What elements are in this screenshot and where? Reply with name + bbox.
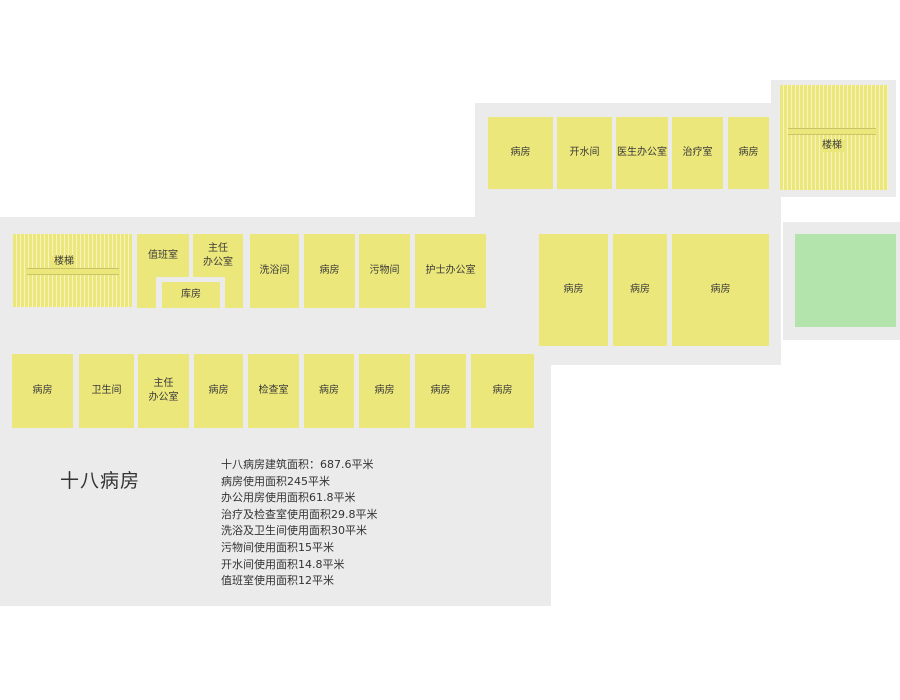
room-toilet: 卫生间 (79, 354, 134, 428)
room-bottom-ward-5: 病房 (415, 354, 466, 428)
stat-line: 值班室使用面积12平米 (221, 574, 334, 588)
room-doctor-office: 医生办公室 (616, 117, 668, 189)
room-mid-ward: 病房 (304, 234, 355, 308)
room-nurse-office: 护士办公室 (415, 234, 486, 308)
room-right-ward-1: 病房 (539, 234, 608, 346)
stair-left-label: 楼梯 (52, 256, 76, 268)
room-bottom-ward-2: 病房 (194, 354, 243, 428)
room-top-ward-1: 病房 (488, 117, 553, 189)
room-duty-lower (137, 277, 156, 308)
stat-line: 病房使用面积245平米 (221, 474, 330, 488)
stat-line: 开水间使用面积14.8平米 (221, 557, 345, 571)
area-stats: 十八病房建筑面积：687.6平米 病房使用面积245平米 办公用房使用面积61.… (221, 457, 378, 590)
room-storage: 库房 (162, 282, 220, 308)
stair-right-label: 楼梯 (820, 140, 844, 152)
stair-left-landing (27, 268, 119, 275)
stat-line: 治疗及检查室使用面积29.8平米 (221, 507, 378, 521)
room-bottom-ward-4: 病房 (359, 354, 410, 428)
room-bath: 洗浴间 (250, 234, 299, 308)
room-water: 开水间 (557, 117, 612, 189)
ward-title: 十八病房 (60, 470, 141, 492)
stat-line: 污物间使用面积15平米 (221, 540, 334, 554)
room-director-office-1: 主任 办公室 (193, 234, 243, 277)
stair-right-landing (788, 128, 876, 135)
room-bottom-ward-3: 病房 (304, 354, 354, 428)
room-treatment: 治疗室 (672, 117, 723, 189)
stat-line: 办公用房使用面积61.8平米 (221, 491, 356, 505)
room-director-lower (225, 277, 243, 308)
room-right-ward-3: 病房 (672, 234, 769, 346)
stair-right: 楼梯 (780, 85, 888, 190)
room-dirty: 污物间 (359, 234, 410, 308)
room-director-office-2: 主任 办公室 (138, 354, 189, 428)
stat-line: 洗浴及卫生间使用面积30平米 (221, 524, 367, 538)
room-duty: 值班室 (137, 234, 189, 277)
stat-line: 十八病房建筑面积：687.6平米 (221, 458, 374, 471)
stair-left: 楼梯 (13, 234, 132, 307)
room-exam: 检查室 (248, 354, 299, 428)
room-bottom-ward-6: 病房 (471, 354, 534, 428)
room-top-ward-2: 病房 (728, 117, 769, 189)
room-bottom-ward-1: 病房 (12, 354, 73, 428)
green-area (795, 234, 896, 327)
room-right-ward-2: 病房 (613, 234, 667, 346)
